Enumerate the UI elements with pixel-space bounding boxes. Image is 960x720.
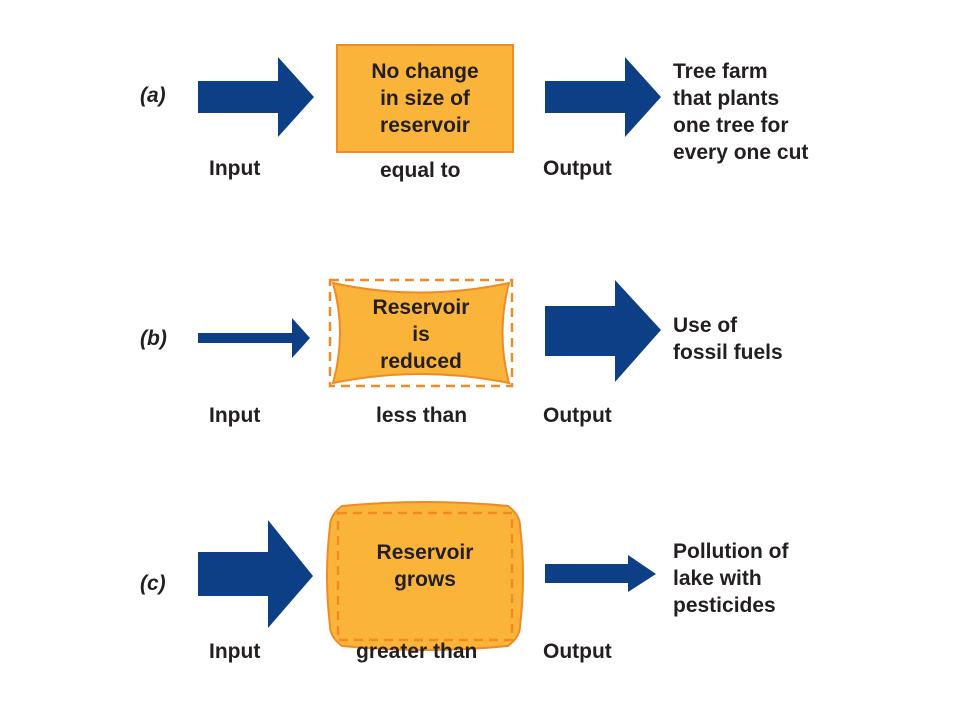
output-label-a: Output	[543, 157, 612, 180]
input-arrow-a	[198, 57, 314, 137]
input-label-a: Input	[209, 157, 261, 180]
output-arrow-b	[545, 280, 661, 382]
description-a-line-2: that plants	[673, 87, 780, 110]
description-b: Use of fossil fuels	[673, 312, 783, 366]
relation-label-b: less than	[376, 404, 468, 427]
reservoir-label-b-line-1: Reservoir	[372, 296, 470, 319]
description-b-line-2: fossil fuels	[673, 341, 783, 364]
reservoir-label-c-line-1: Reservoir	[376, 541, 474, 564]
row-tag-c: (c)	[140, 572, 166, 595]
reservoir-label-b-line-3: reduced	[380, 350, 462, 373]
reservoir-label-b: Reservoir is reduced	[333, 294, 509, 375]
input-label-b: Input	[209, 404, 261, 427]
reservoir-label-a: No change in size of reservoir	[337, 58, 513, 139]
description-a-line-4: every one cut	[673, 141, 809, 164]
output-label-c: Output	[543, 640, 612, 663]
description-c-line-1: Pollution of	[673, 540, 789, 563]
description-a-line-3: one tree for	[673, 114, 789, 137]
reservoir-label-b-line-2: is	[412, 323, 430, 346]
output-arrow-a	[545, 57, 661, 137]
reservoir-b-reduced	[331, 281, 511, 385]
reservoir-label-a-line-3: reservoir	[380, 114, 470, 137]
row-tag-b: (b)	[140, 327, 167, 350]
reservoir-label-a-line-2: in size of	[380, 87, 470, 110]
reservoir-a	[336, 44, 514, 153]
reservoir-label-c-line-2: grows	[394, 568, 456, 591]
relation-label-c: greater than	[356, 640, 478, 663]
description-b-line-1: Use of	[673, 314, 738, 337]
description-c: Pollution of lake with pesticides	[673, 538, 788, 619]
input-label-c: Input	[209, 640, 261, 663]
reservoir-b-original-outline	[328, 278, 514, 388]
reservoir-c-grown	[326, 501, 524, 651]
input-arrow-c	[198, 520, 313, 628]
output-label-b: Output	[543, 404, 612, 427]
description-c-line-3: pesticides	[673, 594, 776, 617]
description-c-line-2: lake with	[673, 567, 762, 590]
reservoir-label-c: Reservoir grows	[337, 539, 513, 593]
row-tag-a: (a)	[140, 84, 166, 107]
description-a: Tree farm that plants one tree for every…	[673, 58, 808, 166]
description-a-line-1: Tree farm	[673, 60, 768, 83]
input-arrow-b	[198, 318, 310, 358]
output-arrow-c	[545, 555, 656, 592]
relation-label-a: equal to	[380, 159, 461, 182]
reservoir-label-a-line-1: No change	[371, 60, 479, 83]
